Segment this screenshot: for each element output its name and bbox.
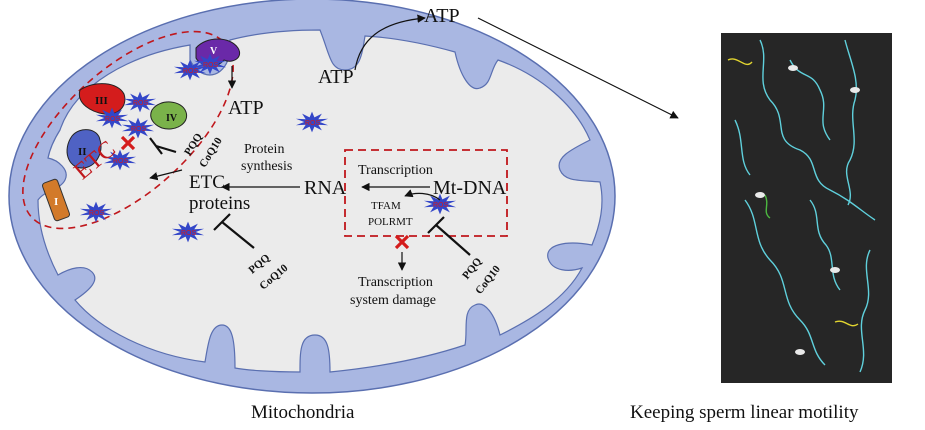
ros-label: ROS bbox=[89, 210, 105, 217]
complex-iv-label: IV bbox=[166, 113, 178, 124]
inhibit-dna-bar bbox=[427, 216, 471, 256]
ros-burst: ROS bbox=[423, 193, 457, 215]
sperm-track bbox=[809, 199, 841, 291]
atp-matrix-label: ATP bbox=[228, 97, 264, 119]
ros-star bbox=[95, 107, 129, 129]
motility-arrow bbox=[477, 17, 679, 119]
dna-block-x bbox=[394, 234, 410, 250]
ros-burst: ROS bbox=[193, 53, 227, 75]
motility-tracks bbox=[734, 39, 876, 373]
ros-label: ROS bbox=[133, 100, 149, 107]
ros-burst: ROS bbox=[171, 221, 205, 243]
tfam-label: TFAM bbox=[371, 200, 401, 212]
caption-sperm-motility: Keeping sperm linear motility bbox=[630, 402, 859, 423]
ros-label: ROS bbox=[305, 120, 321, 127]
complex-ii-label: II bbox=[78, 146, 87, 158]
ros-burst: ROS bbox=[79, 201, 113, 223]
sperm-track-green bbox=[764, 194, 771, 219]
transcription-box bbox=[344, 149, 508, 237]
sperm-tracking-panel bbox=[721, 33, 892, 383]
ros-burst: ROS bbox=[95, 107, 129, 129]
inhibit-proteins-bar bbox=[213, 213, 255, 249]
ros-star bbox=[121, 117, 155, 139]
ros-label: ROS bbox=[203, 62, 219, 69]
ros-burst: ROS bbox=[123, 91, 157, 113]
complex-iii: III bbox=[78, 83, 126, 115]
ros-burst: ROS bbox=[173, 59, 207, 81]
ros-label: ROS bbox=[181, 230, 197, 237]
inhibit-etc-bar bbox=[149, 137, 177, 155]
mt-dna-label: Mt-DNA bbox=[433, 177, 507, 199]
complex-iii-label: III bbox=[95, 95, 108, 107]
damage-label-2: system damage bbox=[350, 293, 436, 308]
ros-star bbox=[171, 221, 205, 243]
sperm-track bbox=[844, 39, 857, 206]
protein-synthesis-label-2: synthesis bbox=[241, 159, 293, 174]
ros-burst: ROS bbox=[103, 149, 137, 171]
ros-to-dna-arrow bbox=[404, 189, 441, 201]
protein-synthesis-label-1: Protein bbox=[244, 142, 285, 157]
sperm-head bbox=[755, 192, 765, 198]
ros-star bbox=[173, 59, 207, 81]
sperm-head bbox=[788, 65, 798, 71]
ros-burst: ROS bbox=[121, 117, 155, 139]
sperm-track bbox=[789, 59, 831, 141]
rna-label: RNA bbox=[304, 177, 347, 199]
complex-i: I bbox=[41, 178, 71, 222]
ros-label: ROS bbox=[105, 116, 121, 123]
ros-star bbox=[103, 149, 137, 171]
ros-star bbox=[423, 193, 457, 215]
sperm-track-yellow bbox=[727, 58, 753, 66]
sperm-head bbox=[795, 349, 805, 355]
sperm-track bbox=[859, 249, 871, 373]
sperm-track bbox=[759, 39, 876, 221]
ros-label: ROS bbox=[183, 68, 199, 75]
ros-label: ROS bbox=[433, 202, 449, 209]
atp-export-arrow bbox=[354, 14, 426, 71]
transcription-label: Transcription bbox=[358, 163, 433, 178]
ros-label: ROS bbox=[113, 158, 129, 165]
polrmt-label: POLRMT bbox=[368, 216, 413, 228]
complex-v-label: V bbox=[210, 46, 218, 57]
ros-star bbox=[79, 201, 113, 223]
complex-i-label: I bbox=[54, 196, 58, 208]
ros-burst: ROS bbox=[295, 111, 329, 133]
sperm-track-yellow bbox=[834, 320, 859, 327]
damage-label-1: Transcription bbox=[358, 275, 433, 290]
proteins-to-etc-arrow bbox=[149, 169, 183, 181]
ros-star bbox=[193, 53, 227, 75]
caption-mitochondria: Mitochondria bbox=[251, 402, 355, 423]
sperm-track bbox=[734, 119, 751, 176]
sperm-heads bbox=[755, 65, 860, 355]
ros-label: ROS bbox=[131, 126, 147, 133]
complex-iv: IV bbox=[150, 101, 188, 130]
atp-top-label: ATP bbox=[424, 5, 460, 27]
sperm-track bbox=[744, 199, 826, 366]
etc-block-x bbox=[120, 135, 136, 151]
etc-proteins-label-1: ETC bbox=[189, 172, 225, 193]
atp-inner-label: ATP bbox=[318, 66, 354, 88]
sperm-accent-tracks bbox=[727, 58, 859, 327]
complex-ii: II bbox=[66, 129, 102, 169]
ros-layer: ROS ROS ROS ROS ROS ROS ROS ROS ROS ROS bbox=[79, 53, 457, 243]
sperm-head bbox=[830, 267, 840, 273]
ros-star bbox=[295, 111, 329, 133]
ros-star bbox=[123, 91, 157, 113]
sperm-head bbox=[850, 87, 860, 93]
etc-proteins-label-2: proteins bbox=[189, 193, 251, 214]
